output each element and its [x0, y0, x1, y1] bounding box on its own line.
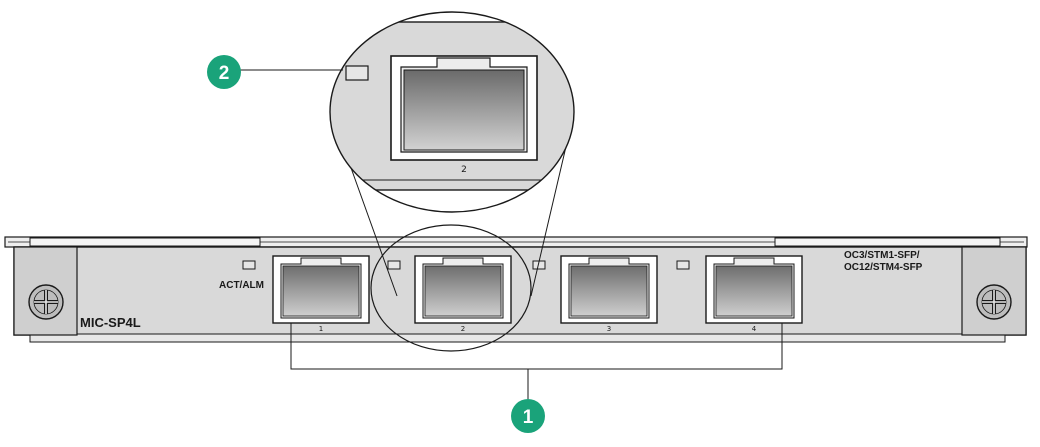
sfp-port-3[interactable]: 3	[560, 255, 658, 333]
port-label-3: 3	[607, 325, 611, 333]
led-indicator-4	[676, 260, 690, 270]
callout-2-number: 2	[219, 63, 230, 84]
port-label-1: 1	[319, 325, 323, 333]
callout-1-number: 1	[523, 407, 534, 428]
zoom-port-label: 2	[461, 165, 467, 175]
sfp-port-4[interactable]: 4	[705, 255, 803, 333]
port-type-line2: OC12/STM4-SFP	[844, 262, 923, 273]
sfp-port-2[interactable]: 2	[414, 255, 512, 333]
port-label-2: 2	[461, 325, 465, 333]
led-indicator-2	[387, 260, 401, 270]
zoom-led-indicator	[345, 65, 369, 81]
module-card: MIC-SP4L ACT/ALM OC3/STM1-SFP/ OC12/STM4…	[4, 224, 1028, 352]
model-label: MIC-SP4L	[80, 315, 141, 330]
led-indicator-1	[242, 260, 256, 270]
highlight-ellipse	[370, 224, 532, 352]
port-type-line1: OC3/STM1-SFP/	[844, 250, 920, 261]
callout-2[interactable]: 2	[207, 55, 343, 89]
zoom-detail: 2	[329, 11, 575, 213]
sfp-port-1[interactable]: 1	[272, 255, 370, 333]
port-label-4: 4	[752, 325, 757, 333]
led-label: ACT/ALM	[219, 280, 264, 291]
callout-1[interactable]: 1	[290, 323, 783, 433]
